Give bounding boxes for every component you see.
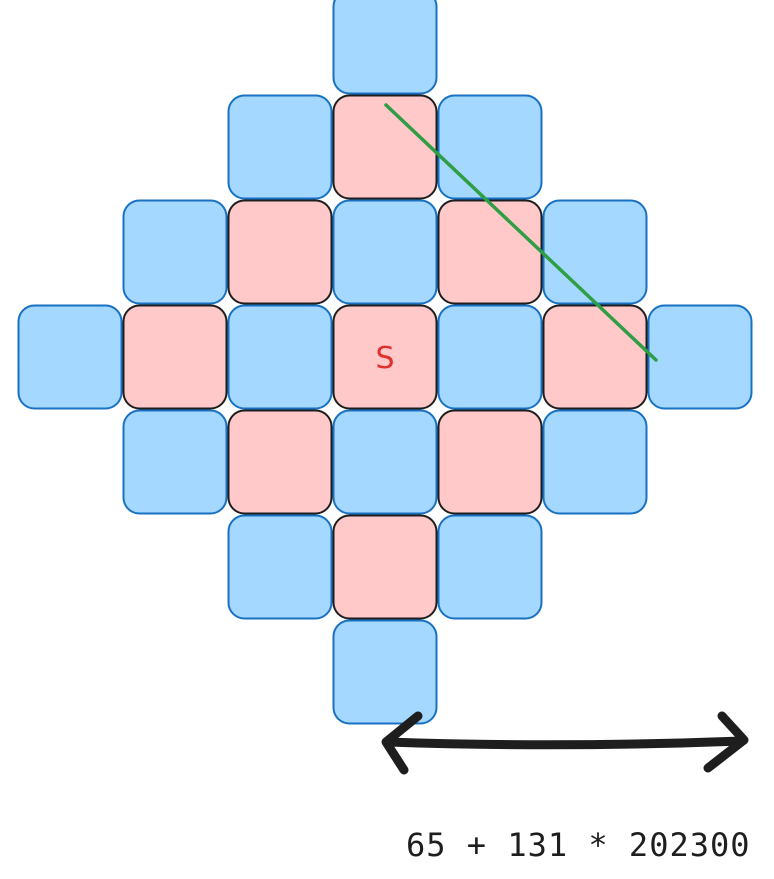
- pink-tile: [332, 514, 438, 620]
- blue-tile: [542, 409, 648, 515]
- blue-tile: [227, 304, 333, 410]
- blue-tile: [332, 199, 438, 305]
- blue-tile: [647, 304, 753, 410]
- blue-tile: [437, 94, 543, 200]
- pink-tile: [332, 94, 438, 200]
- arrow-head-left: [381, 711, 423, 775]
- formula-text: 65 + 131 * 202300: [406, 826, 751, 864]
- blue-tile: [227, 94, 333, 200]
- blue-tile: [227, 514, 333, 620]
- blue-tile: [542, 199, 648, 305]
- pink-tile: [227, 409, 333, 515]
- blue-tile: [122, 409, 228, 515]
- blue-tile: [332, 619, 438, 725]
- arrow-head-right: [703, 711, 749, 773]
- tile-grid: S: [17, 0, 753, 725]
- blue-tile: [437, 514, 543, 620]
- blue-tile: [437, 304, 543, 410]
- start-label: S: [375, 341, 394, 376]
- double-arrow: [381, 711, 749, 775]
- blue-tile: [332, 0, 438, 95]
- pink-tile: [542, 304, 648, 410]
- pink-tile: [332, 304, 438, 410]
- pink-tile: [437, 409, 543, 515]
- pink-tile: [227, 199, 333, 305]
- pink-tile: [437, 199, 543, 305]
- blue-tile: [122, 199, 228, 305]
- arrow-shaft: [383, 736, 747, 750]
- blue-tile: [332, 409, 438, 515]
- blue-tile: [17, 304, 123, 410]
- pink-tile: [122, 304, 228, 410]
- diagonal-line: [384, 103, 658, 362]
